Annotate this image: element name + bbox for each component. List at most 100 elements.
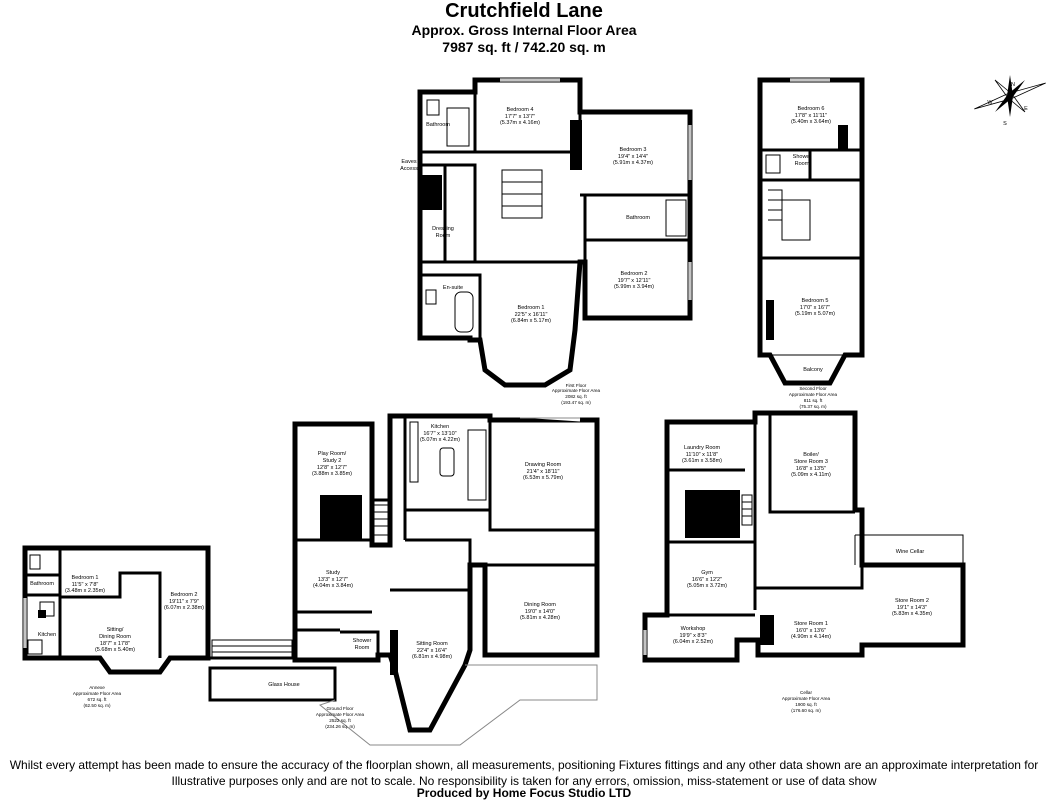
- gf-playroom-2: Study 2: [323, 458, 342, 464]
- ff-bedroom1-metric: (6.84m x 5.17m): [511, 318, 551, 324]
- ce-area-3: 1900 sq. ft: [795, 702, 817, 707]
- an-bedroom2-metric: (6.07m x 2.38m): [164, 605, 204, 611]
- gf-study-metric: (4.04m x 3.84m): [313, 583, 353, 589]
- ce-gym-metric: (5.05m x 3.72m): [687, 583, 727, 589]
- ff-dressing-label-2: Room: [436, 233, 451, 239]
- an-sitting-1: Sitting/: [107, 627, 124, 633]
- ground-floor-plan: [200, 413, 600, 746]
- sf-bedroom6-metric: (5.40m x 3.64m): [791, 119, 831, 125]
- an-area-2: Approximate Floor Area: [73, 691, 122, 696]
- an-kitchen: Kitchen: [38, 632, 56, 638]
- ff-bedroom4-name: Bedroom 4: [507, 107, 534, 113]
- sf-area-4: (75.37 sq. m): [799, 404, 827, 409]
- an-bathroom: Bathroom: [30, 581, 54, 587]
- sf-shower-2: Room: [795, 161, 810, 167]
- annexe-plan: [22, 545, 211, 675]
- gf-dining-metric: (5.81m x 4.28m): [520, 615, 560, 621]
- gf-playroom-metric: (3.88m x 3.85m): [312, 471, 352, 477]
- second-floor-plan: [757, 77, 865, 386]
- compass-n: N: [1011, 82, 1015, 88]
- ce-area-1: Cellar: [800, 690, 812, 695]
- ff-bedroom2-imperial: 19'7" x 12'11": [618, 278, 651, 284]
- gf-shower-2: Room: [355, 645, 370, 651]
- gf-sitting-metric: (6.81m x 4.98m): [412, 654, 452, 660]
- ce-workshop-metric: (6.04m x 2.52m): [673, 639, 713, 645]
- gf-shower-1: Shower: [353, 638, 372, 644]
- ff-bedroom1-name: Bedroom 1: [518, 305, 545, 311]
- ff-bedroom4-imperial: 17'7" x 13'7": [505, 114, 535, 120]
- ff-area-3: 2082 sq. ft: [565, 394, 587, 399]
- an-bedroom2-imperial: 19'11" x 7'9": [169, 599, 199, 605]
- gf-drawing-imperial: 21'4" x 18'11": [527, 469, 560, 475]
- ce-gym-imperial: 16'6" x 12'2": [692, 577, 722, 583]
- ff-area-2: Approximate Floor Area: [552, 388, 601, 393]
- gf-area-1: Ground Floor: [326, 706, 354, 711]
- ce-boiler-1: Boiler/: [803, 452, 819, 458]
- sf-bedroom5-metric: (5.19m x 5.07m): [795, 311, 835, 317]
- an-bedroom2-name: Bedroom 2: [171, 592, 198, 598]
- cellar-plan: [642, 410, 966, 663]
- ce-winecellar: Wine Cellar: [896, 549, 925, 555]
- an-sitting-2: Dining Room: [99, 634, 131, 640]
- gf-drawing-metric: (6.53m x 5.79m): [523, 475, 563, 481]
- gf-area-3: 2522 sq. ft: [329, 718, 351, 723]
- ff-bedroom3-name: Bedroom 3: [620, 147, 647, 153]
- gf-sitting-imperial: 22'4" x 16'4": [417, 648, 447, 654]
- compass-e: E: [1024, 106, 1028, 112]
- area-heading: Approx. Gross Internal Floor Area: [411, 22, 637, 38]
- ff-bedroom4-metric: (5.37m x 4.16m): [500, 120, 540, 126]
- gf-area-2: Approximate Floor Area: [316, 712, 365, 717]
- ce-boiler-metric: (5.09m x 4.11m): [791, 472, 831, 478]
- gf-playroom-1: Play Room/: [318, 451, 347, 457]
- ff-bathroom-label: Bathroom: [426, 122, 450, 128]
- ce-store1-name: Store Room 1: [794, 621, 828, 627]
- ff-bedroom3-imperial: 19'4" x 14'4": [618, 154, 648, 160]
- gf-sitting-name: Sitting Room: [416, 641, 448, 647]
- sf-shower-1: Shower: [793, 154, 812, 160]
- ce-store1-metric: (4.90m x 4.14m): [791, 634, 831, 640]
- ff-bedroom3-metric: (5.91m x 4.37m): [613, 160, 653, 166]
- an-bedroom1-name: Bedroom 1: [72, 575, 99, 581]
- ce-store1-imperial: 16'0" x 13'6": [796, 628, 826, 634]
- ff-ensuite-label: En-suite: [443, 285, 463, 291]
- ff-area-1: First Floor: [566, 383, 587, 388]
- an-bedroom1-imperial: 11'5" x 7'8": [72, 582, 99, 588]
- sf-area-3: 811 sq. ft: [804, 398, 823, 403]
- gf-playroom-imperial: 12'8" x 12'7": [317, 465, 347, 471]
- ff-eaves-label-1: Eaves: [401, 159, 417, 165]
- ce-laundry-name: Laundry Room: [684, 445, 720, 451]
- ce-store2-name: Store Room 2: [895, 598, 929, 604]
- total-area: 7987 sq. ft / 742.20 sq. m: [442, 39, 606, 55]
- sf-bedroom6-name: Bedroom 6: [798, 106, 825, 112]
- first-floor-plan: [417, 77, 693, 388]
- ce-workshop-imperial: 19'9" x 8'3": [679, 633, 706, 639]
- disclaimer: Whilst every attempt has been made to en…: [0, 757, 1048, 789]
- an-sitting-metric: (5.68m x 5.40m): [95, 647, 135, 653]
- disclaimer-line-2: Illustrative purposes only and are not t…: [171, 774, 877, 788]
- gf-kitchen-metric: (5.07m x 4.22m): [420, 437, 460, 443]
- ff-area-4: (193.47 sq. m): [561, 400, 591, 405]
- gf-area-4: (234.26 sq. m): [325, 724, 355, 729]
- sf-area-2: Approximate Floor Area: [789, 392, 838, 397]
- compass-w: W: [987, 100, 993, 106]
- gf-kitchen-imperial: 16'7" x 13'10": [423, 431, 456, 437]
- ff-eaves-label-2: Access: [400, 166, 418, 172]
- ff-bedroom2-name: Bedroom 2: [621, 271, 648, 277]
- gf-drawing-name: Drawing Room: [525, 462, 562, 468]
- compass-icon: N E S W: [974, 75, 1046, 127]
- sf-area-1: Second Floor: [799, 386, 827, 391]
- ce-store2-imperial: 19'1" x 14'3": [897, 605, 927, 611]
- an-area-3: 672 sq. ft: [88, 697, 108, 702]
- ff-dressing-label-1: Dressing: [432, 226, 454, 232]
- gf-glasshouse: Glass House: [268, 682, 300, 688]
- gf-dining-name: Dining Room: [524, 602, 556, 608]
- plan-title: Crutchfield Lane: [445, 0, 603, 22]
- sf-balcony: Balcony: [803, 367, 823, 373]
- sf-bedroom6-imperial: 17'8" x 11'11": [795, 113, 827, 119]
- gf-kitchen-name: Kitchen: [431, 424, 449, 430]
- disclaimer-line-1: Whilst every attempt has been made to en…: [9, 758, 1039, 772]
- gf-study-imperial: 13'3" x 12'7": [318, 577, 348, 583]
- ce-laundry-metric: (3.61m x 3.58m): [682, 458, 722, 464]
- an-area-1: Annexe: [89, 685, 105, 690]
